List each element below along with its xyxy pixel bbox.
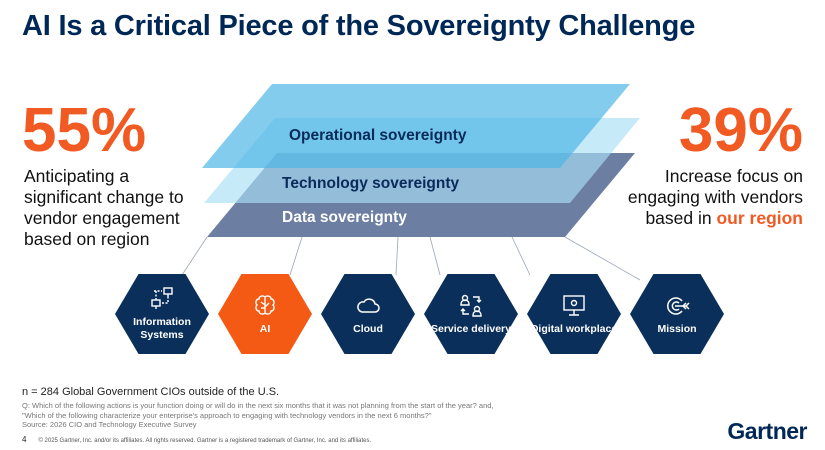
desc-line: engaging with vendors <box>627 187 803 207</box>
hex-mission: Mission <box>630 274 724 354</box>
layer-label-operational: Operational sovereignty <box>289 127 467 144</box>
hex-label: Cloud <box>353 322 383 335</box>
desc-line: significant change to <box>24 187 184 207</box>
highlight-text: our region <box>716 208 803 228</box>
connector-line <box>289 236 303 276</box>
page-number: 4 <box>22 435 27 444</box>
desc-line: based on region <box>24 229 150 249</box>
desc-line: vendor engagement <box>24 208 180 228</box>
hex-label: Mission <box>657 322 697 335</box>
hex-digital-workplace: Digital workplace <box>527 274 621 354</box>
desc-line: Anticipating a <box>24 166 130 186</box>
survey-notes: n = 284 Global Government CIOs outside o… <box>22 386 494 430</box>
connector-line <box>181 236 208 276</box>
connector-line <box>564 236 641 281</box>
hex-information-systems: Information Systems <box>115 274 209 354</box>
page-title: AI Is a Critical Piece of the Sovereignt… <box>22 10 696 42</box>
hex-label: AI <box>259 322 271 335</box>
right-stat-description: Increase focus on engaging with vendors … <box>628 166 803 229</box>
connector-lines <box>181 236 641 281</box>
copyright: © 2025 Gartner, Inc. and/or its affiliat… <box>38 438 372 444</box>
layer-label-technology: Technology sovereignty <box>282 175 460 192</box>
source: Source: 2026 CIO and Technology Executiv… <box>22 420 197 429</box>
people-exchange-icon <box>460 294 482 317</box>
hex-label: Service delivery <box>431 322 511 335</box>
left-stat-description: Anticipating a significant change to ven… <box>24 166 184 250</box>
target-icon <box>667 296 690 315</box>
left-stat-value: 55% <box>22 96 147 165</box>
desc-line: Increase focus on <box>664 166 803 186</box>
desc-line: based in our region <box>628 208 803 229</box>
cloud-icon <box>357 297 380 313</box>
connector-line <box>511 236 531 276</box>
desc-prefix: based in <box>645 208 717 228</box>
connector-line <box>429 236 441 276</box>
brain-icon <box>255 294 275 315</box>
question-1: Q: Which of the following actions is you… <box>22 401 494 410</box>
connector-line <box>395 236 399 276</box>
layer-label-data: Data sovereignty <box>282 209 407 226</box>
operational-layer <box>202 84 630 168</box>
footer: 4 © 2025 Gartner, Inc. and/or its affilia… <box>22 435 371 446</box>
right-stat-value: 39% <box>678 96 803 165</box>
hex-label: Digital workplace <box>530 322 618 335</box>
question-2: "Which of the following characterize you… <box>22 410 432 420</box>
network-icon <box>151 287 173 309</box>
hex-label: Information Systems <box>133 316 191 341</box>
monitor-gear-icon <box>563 294 585 316</box>
gartner-logo: Gartner <box>727 418 807 444</box>
sample-size: n = 284 Global Government CIOs outside o… <box>22 386 280 398</box>
